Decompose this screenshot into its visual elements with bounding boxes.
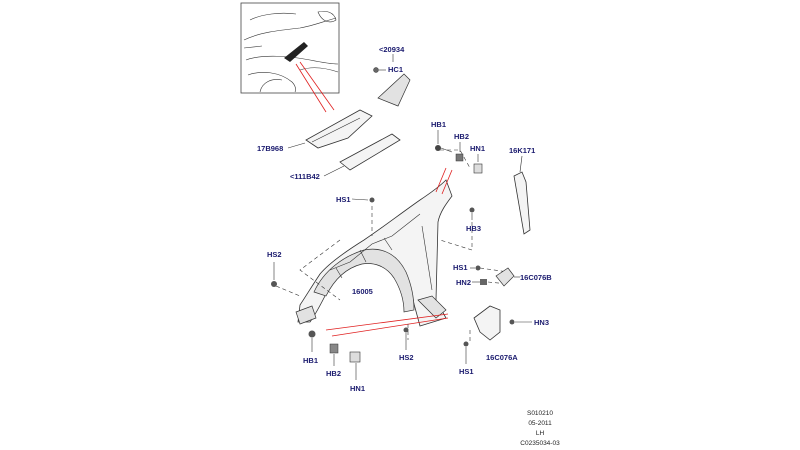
fender-garnish xyxy=(339,133,401,171)
red-leader-2 xyxy=(295,63,327,113)
hs1-screw-icon-bottom xyxy=(463,341,469,364)
label-hs1-right: HS1 xyxy=(453,263,468,272)
hs2-screw-icon-bottom xyxy=(403,327,409,350)
hs2-screw-icon-left xyxy=(271,262,277,287)
red-leader-5 xyxy=(435,167,447,193)
red-leader-6 xyxy=(441,169,453,195)
label-hn1-bottom: HN1 xyxy=(350,384,365,393)
hn1-nut-icon xyxy=(473,163,483,174)
hn3-nut-icon xyxy=(509,319,532,325)
hb1-bolt-icon xyxy=(435,145,453,153)
label-hs2-bottom: HS2 xyxy=(399,353,414,362)
red-leader-3 xyxy=(325,313,449,331)
fender-panel xyxy=(295,179,453,327)
hc1-clip-icon xyxy=(373,67,386,73)
red-leader-4 xyxy=(331,317,449,337)
label-hb2-top: HB2 xyxy=(454,132,469,141)
label-hn1-top: HN1 xyxy=(470,144,485,153)
label-hb3: HB3 xyxy=(466,224,481,233)
reference-side: LH xyxy=(536,430,545,437)
label-hb2-bottom: HB2 xyxy=(326,369,341,378)
label-hs1-left: HS1 xyxy=(336,195,351,204)
hb2-bushing-icon-bottom xyxy=(329,343,339,366)
fender-moulding xyxy=(305,109,373,149)
hn1-nut-icon-bottom xyxy=(349,351,361,380)
reference-date: 05-2011 xyxy=(528,420,552,427)
label-hb1-bottom: HB1 xyxy=(303,356,318,365)
hb2-bushing-icon xyxy=(455,153,464,162)
hs1-screw-icon-left xyxy=(369,197,375,203)
label-hn2: HN2 xyxy=(456,278,471,287)
label-16c076a: 16C076A xyxy=(486,353,518,362)
hn2-nut-icon xyxy=(472,279,487,285)
hs1-screw-icon-right xyxy=(470,265,481,271)
red-leader-1 xyxy=(299,61,335,111)
label-hs2-left: HS2 xyxy=(267,250,282,259)
label-hn3: HN3 xyxy=(534,318,549,327)
label-16k171: 16K171 xyxy=(509,146,535,155)
bracket-16c076a xyxy=(473,305,501,341)
vehicle-inset xyxy=(240,2,340,94)
reference-block: S010210 05-2011 LH C0235034-03 xyxy=(520,410,560,447)
reference-drawing-number: C0235034-03 xyxy=(520,440,560,447)
label-17b968: 17B968 xyxy=(257,144,283,153)
reference-code: S010210 xyxy=(527,410,553,417)
label-hc1: HC1 xyxy=(388,65,403,74)
bracket-16c076b xyxy=(495,267,515,287)
label-111b42: <111B42 xyxy=(290,172,320,181)
label-hs1-bottom: HS1 xyxy=(459,367,474,376)
fender-seal-bracket xyxy=(513,171,531,235)
label-hb1-top: HB1 xyxy=(431,120,446,129)
label-16005: 16005 xyxy=(352,287,373,296)
label-16c076b: 16C076B xyxy=(520,273,552,282)
label-20934: <20934 xyxy=(379,45,405,54)
hb3-bolt-icon xyxy=(469,207,475,220)
side-vent-part xyxy=(377,73,411,107)
hb1-bolt-icon-bottom xyxy=(308,330,316,352)
